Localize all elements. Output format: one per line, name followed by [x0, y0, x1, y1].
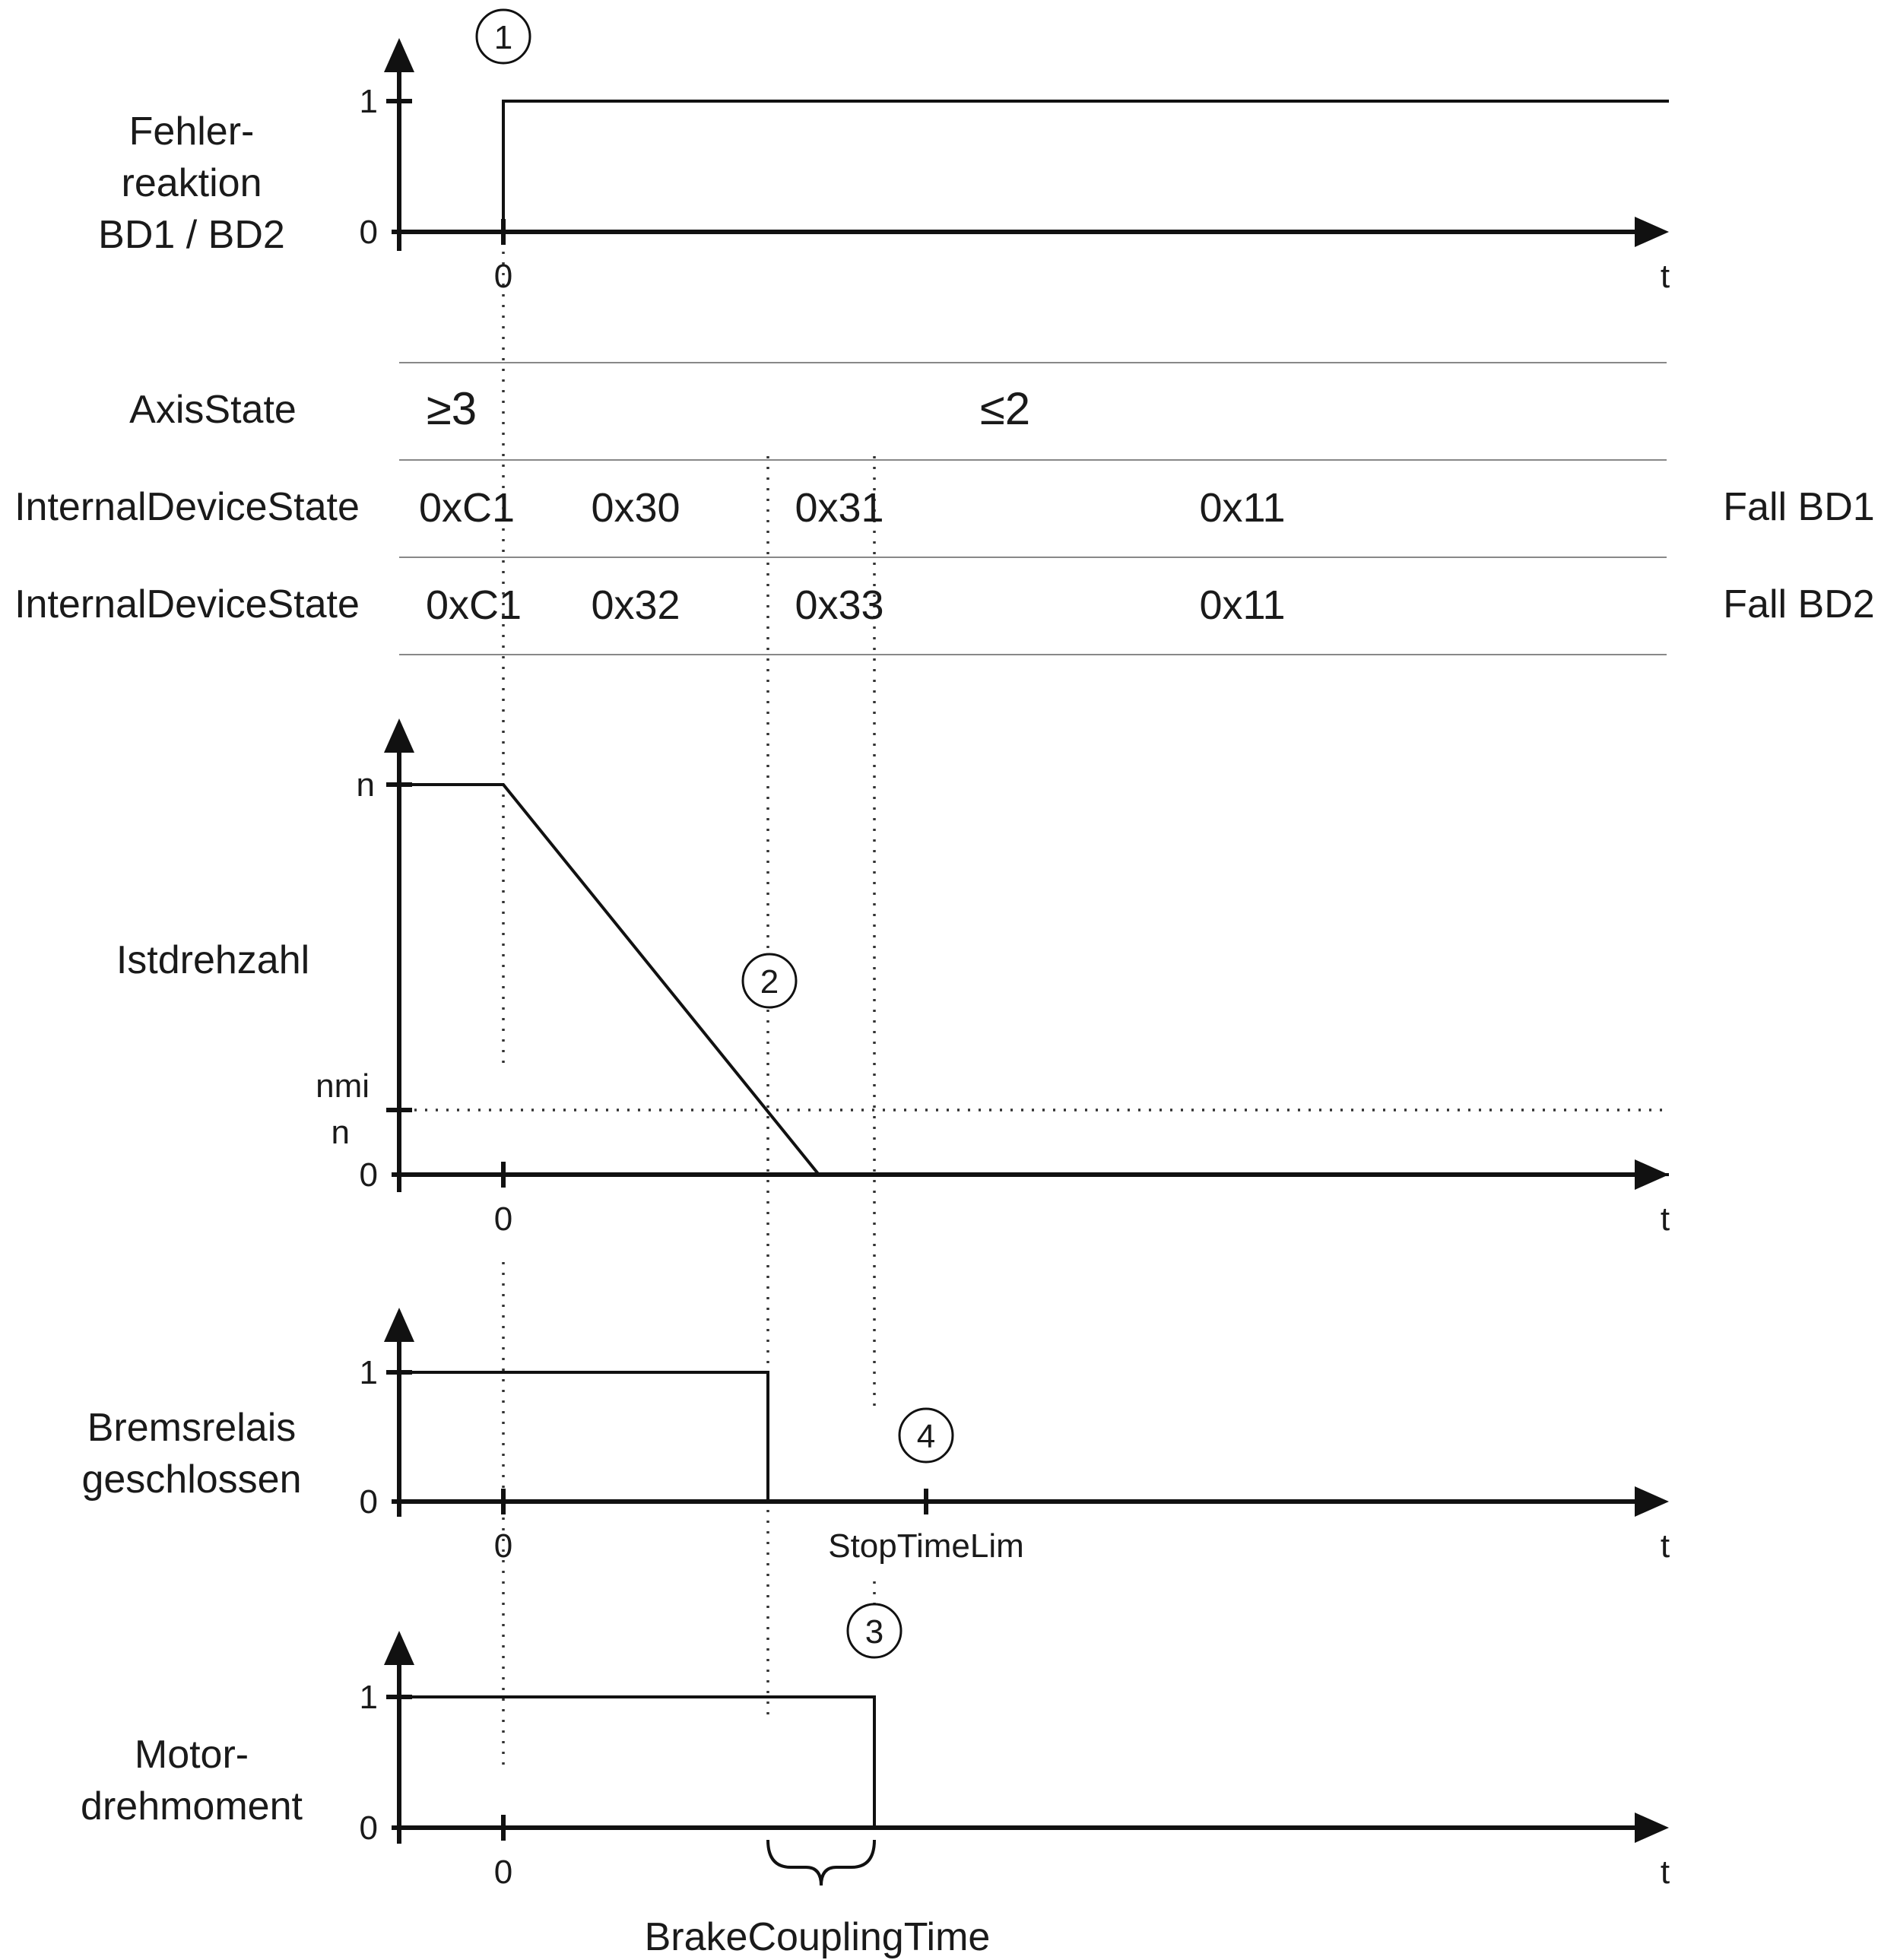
x-label-stoptimelim: StopTimeLim	[828, 1527, 1024, 1565]
y-axis-arrow	[384, 38, 414, 72]
y-label-low: 0	[360, 1483, 378, 1521]
y-label-high: n	[357, 766, 375, 804]
panel-motordrehmoment: 1 0 0 t Motor- drehmoment 3 BrakeCouplin…	[81, 1603, 1670, 1959]
ids-bd1-state-3: 0x31	[795, 485, 883, 531]
panel-bremsrelais: 1 0 0 StopTimeLim t Bremsrelais geschlos…	[81, 1308, 1670, 1565]
y-label-low: 0	[360, 1156, 378, 1194]
y-axis-arrow	[384, 1631, 414, 1665]
ids-bd2-state-2: 0x32	[591, 582, 680, 628]
y-label-high: 1	[360, 1354, 378, 1391]
signal-label-line-1: Bremsrelais	[87, 1406, 297, 1450]
y-label-high: 1	[360, 83, 378, 120]
panel-istdrehzahl: n nmi n 0 0 t Istdrehzahl 2	[116, 718, 1670, 1238]
x-label-zero: 0	[494, 258, 512, 295]
signal-label: Istdrehzahl	[116, 938, 309, 982]
signal-label-line-1: Motor-	[135, 1733, 249, 1777]
ids-bd1-label: InternalDeviceState	[14, 485, 360, 529]
y-label-high: 1	[360, 1679, 378, 1716]
ids-bd1-case: Fall BD1	[1723, 485, 1874, 529]
marker-2-label: 2	[760, 963, 779, 1001]
marker-4-circle	[898, 1407, 954, 1464]
marker-1-label: 1	[494, 19, 512, 56]
brake-coupling-time-label: BrakeCouplingTime	[645, 1915, 991, 1959]
y-label-low: 0	[360, 214, 378, 251]
signal-label-line-2: reaktion	[122, 161, 262, 205]
marker-3-label: 3	[865, 1613, 883, 1651]
marker-2-circle	[741, 953, 798, 1009]
signal-label-line-2: geschlossen	[81, 1457, 301, 1502]
ids-bd2-label: InternalDeviceState	[14, 582, 360, 626]
marker-1-circle	[475, 8, 531, 65]
y-axis-arrow	[384, 1308, 414, 1342]
speed-trace	[399, 783, 1669, 1176]
x-label-zero: 0	[494, 1527, 512, 1565]
signal-label-line-2: drehmoment	[81, 1784, 303, 1828]
x-label-zero: 0	[494, 1854, 512, 1891]
ids-bd1-state-1: 0xC1	[419, 485, 515, 531]
ids-bd2-case: Fall BD2	[1723, 582, 1874, 626]
axisstate-label: AxisState	[129, 388, 297, 432]
axisstate-before: ≥3	[427, 383, 477, 434]
brake-coupling-brace	[766, 1839, 876, 1886]
signal-trace	[502, 100, 1669, 232]
ids-bd2-state-4: 0x11	[1199, 582, 1285, 628]
ids-bd1-state-4: 0x11	[1199, 485, 1285, 531]
x-axis-arrow	[1635, 1486, 1669, 1517]
panel-fehlerreaktion: 1 0 0 t Fehler- reaktion BD1 / BD2 1	[98, 8, 1670, 295]
marker-4-label: 4	[917, 1418, 935, 1455]
x-axis-arrow	[1635, 217, 1669, 247]
x-axis-arrow	[1635, 1813, 1669, 1843]
x-label-t: t	[1661, 1527, 1670, 1565]
signal-label-line-1: Fehler-	[129, 109, 255, 154]
x-label-zero: 0	[494, 1200, 512, 1238]
torque-trace	[399, 1695, 876, 1828]
x-label-t: t	[1661, 1200, 1670, 1238]
ids-bd1-state-2: 0x30	[591, 485, 680, 531]
signal-label-line-3: BD1 / BD2	[98, 213, 285, 257]
y-label-low: 0	[360, 1809, 378, 1847]
x-label-t: t	[1661, 1854, 1670, 1891]
y-axis-arrow	[384, 718, 414, 753]
axisstate-after: ≤2	[980, 383, 1030, 434]
ids-bd2-state-1: 0xC1	[426, 582, 522, 628]
marker-3-circle	[846, 1603, 903, 1659]
y-label-nmin-2: n	[332, 1114, 350, 1151]
ids-bd2-state-3: 0x33	[795, 582, 883, 628]
state-table: AxisState ≥3 ≤2 InternalDeviceState 0xC1…	[14, 362, 1875, 655]
x-label-t: t	[1661, 258, 1670, 295]
brake-relay-trace	[399, 1371, 769, 1502]
y-label-nmin-1: nmi	[316, 1067, 370, 1105]
